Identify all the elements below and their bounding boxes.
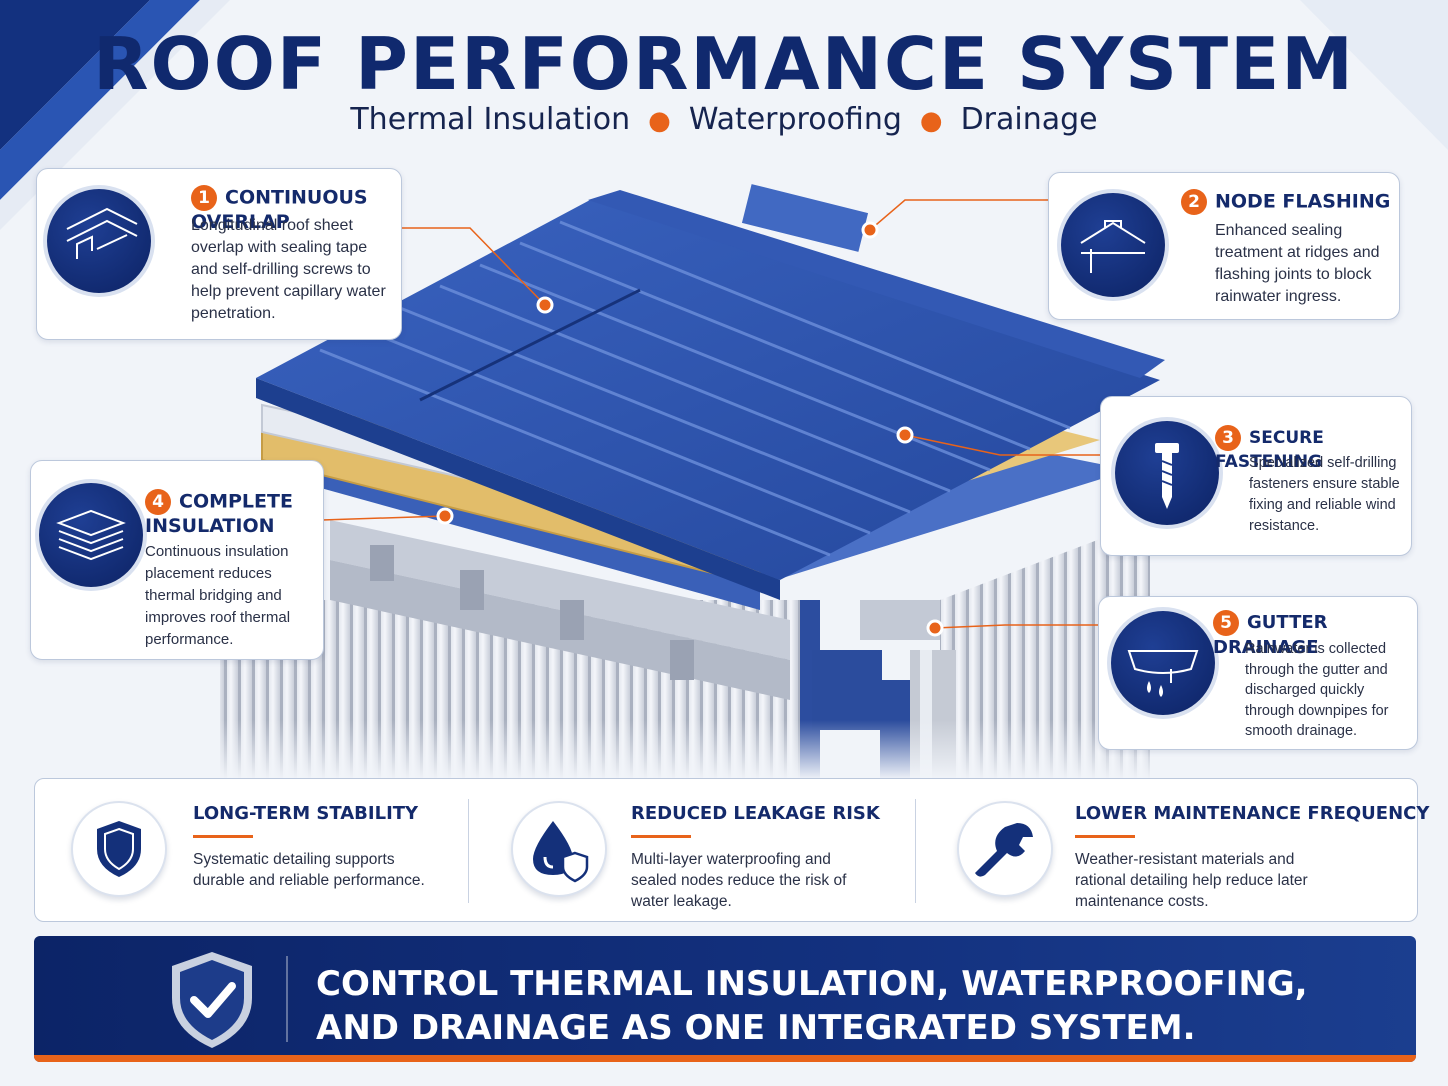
orange-underline — [193, 835, 253, 838]
marker-dot-3 — [896, 426, 914, 444]
subtitle-waterproofing: Waterproofing — [688, 102, 902, 137]
banner-separator — [286, 956, 288, 1042]
leader-line-5 — [934, 624, 1100, 629]
benefit-lower-maintenance: LOWER MAINTENANCE FREQUENCY Weather-resi… — [921, 779, 1429, 921]
banner-line-2: AND DRAINAGE AS ONE INTEGRATED SYSTEM. — [316, 1008, 1196, 1048]
subtitle-drainage: Drainage — [960, 102, 1098, 137]
water-drop-shield-icon — [511, 801, 607, 897]
benefit-long-term-stability: LONG-TERM STABILITY Systematic detailing… — [35, 779, 465, 921]
subtitle-thermal: Thermal Insulation — [350, 102, 631, 137]
benefit-title: LOWER MAINTENANCE FREQUENCY — [1075, 803, 1430, 824]
callout-text-5: Rainwater is collected through the gutte… — [1245, 641, 1389, 739]
leader-line-4 — [321, 515, 446, 521]
leader-line-3 — [904, 434, 1100, 456]
benefits-strip: LONG-TERM STABILITY Systematic detailing… — [34, 778, 1429, 922]
wrench-icon — [957, 801, 1053, 897]
number-badge: 2 — [1181, 189, 1207, 215]
callout-title-text: NODE FLASHING — [1215, 190, 1391, 213]
banner-orange-bar — [34, 1055, 1416, 1062]
banner-text: CONTROL THERMAL INSULATION, WATERPROOFIN… — [316, 962, 1308, 1050]
orange-underline — [1075, 835, 1135, 838]
insulation-layers-icon — [39, 483, 143, 587]
sheet-overlap-icon — [47, 189, 151, 293]
screw-icon — [1115, 421, 1219, 525]
shield-check-icon — [172, 952, 252, 1048]
marker-dot-2 — [861, 221, 879, 239]
benefit-title: REDUCED LEAKAGE RISK — [631, 803, 880, 824]
number-badge: 1 — [191, 185, 217, 211]
benefit-text: Weather-resistant materials and rational… — [1075, 851, 1308, 910]
callout-text-2: Enhanced sealing treatment at ridges and… — [1215, 222, 1380, 305]
callout-text-1: Longitudinal roof sheet overlap with sea… — [191, 217, 386, 322]
callout-title-2: 2 NODE FLASHING — [1181, 189, 1390, 215]
callout-title-text: GUTTER DRAINAGE — [1213, 612, 1328, 658]
conclusion-banner: CONTROL THERMAL INSULATION, WATERPROOFIN… — [34, 936, 1416, 1062]
divider — [468, 799, 469, 903]
callout-title-text: SECURE FASTENING — [1215, 428, 1324, 472]
callout-text-3: Specialized self-drilling fasteners ensu… — [1249, 455, 1400, 534]
benefit-text: Multi-layer waterproofing and sealed nod… — [631, 851, 847, 910]
callout-node-flashing: 2 NODE FLASHING Enhanced sealing treatmen… — [1048, 172, 1400, 320]
page-subtitle: Thermal Insulation ● Waterproofing ● Drainag… — [0, 102, 1448, 137]
steel-purlins — [330, 520, 790, 700]
marker-dot-1 — [536, 296, 554, 314]
bullet-dot: ● — [648, 106, 671, 136]
callout-title-text: CONTINUOUS OVERLAP — [191, 186, 368, 234]
ridge-flashing-icon — [1061, 193, 1165, 297]
marker-dot-5 — [926, 619, 944, 637]
gutter-icon — [1111, 611, 1215, 715]
shield-icon — [71, 801, 167, 897]
roof-sheet — [256, 200, 1160, 600]
benefit-title: LONG-TERM STABILITY — [193, 803, 419, 824]
callout-title-text: COMPLETE INSULATION — [145, 490, 293, 538]
bullet-dot: ● — [919, 106, 943, 136]
orange-underline — [631, 835, 691, 838]
banner-line-1: CONTROL THERMAL INSULATION, WATERPROOFIN… — [316, 964, 1308, 1004]
benefit-text: Systematic detailing supports durable an… — [193, 851, 425, 889]
number-badge: 4 — [145, 489, 171, 515]
callout-text-4: Continuous insulation placement reduces … — [145, 543, 291, 648]
ridge-flashing — [588, 184, 1165, 378]
divider — [915, 799, 916, 903]
benefit-reduced-leakage: REDUCED LEAKAGE RISK Multi-layer waterpr… — [475, 779, 915, 921]
leader-line-2 — [869, 199, 1048, 231]
page-title: ROOF PERFORMANCE SYSTEM — [93, 22, 1355, 106]
number-badge: 3 — [1215, 425, 1241, 451]
building-wall-right — [940, 520, 1150, 780]
gutter — [812, 600, 940, 730]
marker-dot-4 — [436, 507, 454, 525]
number-badge: 5 — [1213, 610, 1239, 636]
leader-line-1 — [400, 227, 546, 306]
